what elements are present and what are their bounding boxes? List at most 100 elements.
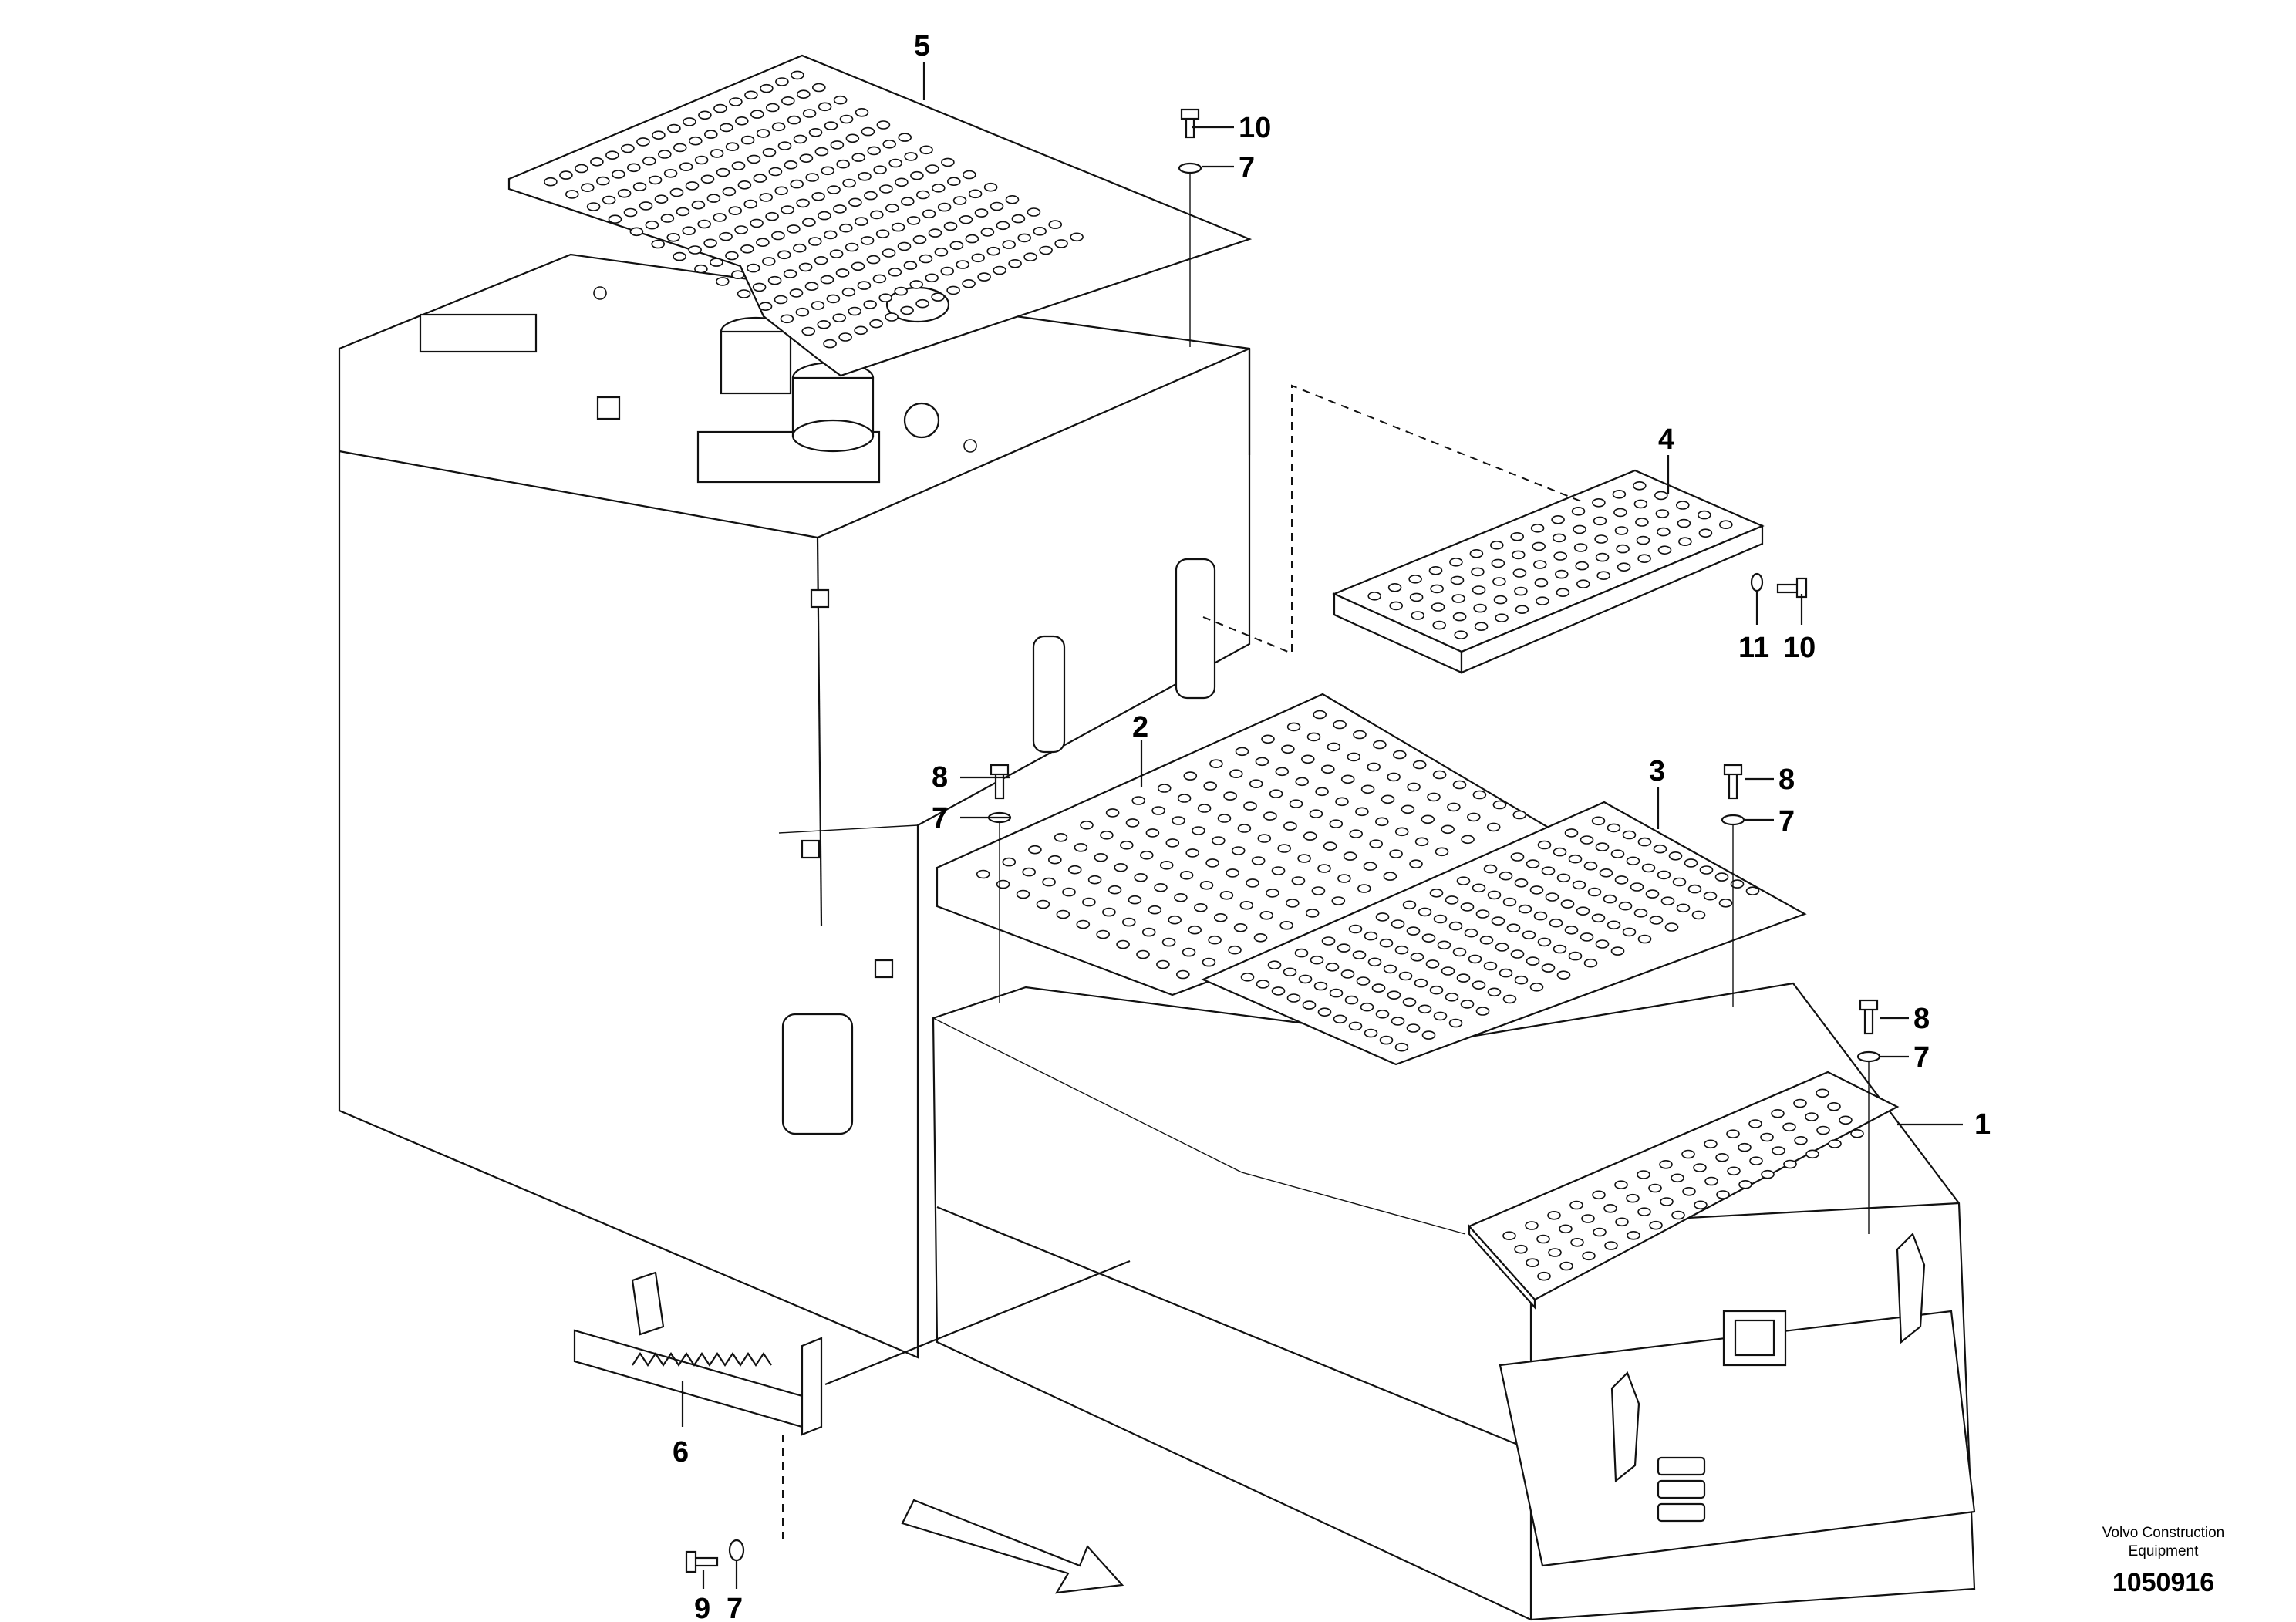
grating-hole — [1572, 880, 1586, 890]
grating-hole — [1698, 510, 1711, 520]
grating-hole — [952, 196, 967, 205]
grating-hole — [974, 208, 989, 218]
grating-hole — [1197, 804, 1212, 813]
grating-hole — [781, 205, 794, 214]
grating-hole — [590, 157, 604, 167]
grating-hole — [1398, 971, 1413, 981]
grating-hole — [771, 231, 785, 241]
grating-hole — [1816, 1125, 1830, 1135]
grating-hole — [1213, 913, 1228, 922]
grating-hole — [801, 326, 815, 336]
grating-hole — [1492, 577, 1506, 586]
grating-hole — [1730, 879, 1745, 889]
grating-hole — [1456, 973, 1471, 983]
grating-hole — [765, 103, 780, 113]
grating-hole — [673, 143, 687, 153]
grating-hole — [1576, 906, 1590, 916]
grating-hole — [791, 70, 804, 80]
grating-hole — [1412, 760, 1427, 770]
grating-hole — [861, 126, 875, 137]
grating-hole — [934, 247, 949, 257]
grating-hole — [1128, 895, 1142, 905]
grating-hole — [1039, 245, 1053, 255]
grating-hole — [1461, 835, 1475, 845]
grating-hole — [730, 270, 745, 280]
grating-hole — [1850, 1129, 1864, 1138]
grating-hole — [1510, 852, 1525, 862]
grating-hole — [1447, 802, 1461, 812]
grating-hole — [1568, 951, 1583, 961]
grating-hole — [1070, 232, 1084, 242]
grating-hole — [1303, 831, 1317, 841]
grating-hole — [621, 143, 635, 153]
grating-hole — [1534, 578, 1549, 588]
grating-hole — [804, 282, 819, 292]
grating-hole — [725, 251, 739, 261]
grating-hole — [1421, 1030, 1436, 1040]
grating-hole — [1660, 896, 1675, 905]
grating-hole — [845, 133, 860, 143]
grating-hole — [1379, 938, 1394, 948]
grating-hole — [783, 269, 797, 278]
grating-hole — [1387, 582, 1402, 592]
grating-hole — [734, 225, 748, 234]
grating-hole — [747, 154, 761, 164]
callout-6: 6 — [673, 1436, 689, 1469]
grating-hole — [775, 77, 789, 86]
grating-hole — [864, 191, 878, 201]
grating-hole — [1429, 985, 1444, 995]
grating-hole — [912, 234, 927, 244]
grating-hole — [1649, 1220, 1663, 1230]
grating-hole — [1301, 754, 1315, 764]
grating-hole — [1672, 877, 1687, 887]
grating-hole — [1552, 533, 1566, 543]
grating-hole — [793, 243, 807, 253]
grating-hole — [1271, 866, 1286, 875]
grating-hole — [1337, 943, 1351, 953]
grating-hole — [1182, 947, 1196, 957]
grating-hole — [756, 238, 770, 248]
grating-hole — [1637, 934, 1652, 944]
grating-hole — [1502, 897, 1517, 907]
grating-hole — [1202, 957, 1216, 967]
grating-hole — [1257, 834, 1272, 843]
grating-hole — [1313, 710, 1327, 720]
callout-5: 5 — [914, 30, 930, 62]
grating-hole — [1375, 912, 1390, 922]
grating-hole — [1657, 545, 1672, 555]
grating-hole — [744, 90, 758, 100]
grating-hole — [1575, 561, 1589, 571]
grating-hole — [654, 194, 669, 204]
grating-hole — [1002, 857, 1017, 867]
grating-hole — [882, 140, 896, 149]
grating-hole — [1627, 1231, 1640, 1240]
grating-hole — [1409, 592, 1424, 602]
grating-hole — [814, 147, 829, 157]
grating-hole — [968, 189, 983, 199]
grating-hole — [1637, 554, 1651, 564]
grating-hole — [651, 239, 666, 249]
grating-hole — [1033, 226, 1047, 236]
grating-hole — [1559, 1224, 1573, 1234]
callout-8-plate3: 8 — [1778, 764, 1795, 796]
grating-hole — [1714, 872, 1729, 882]
grating-hole — [900, 305, 914, 315]
grating-hole — [1209, 759, 1223, 769]
grating-hole — [1409, 859, 1423, 868]
grating-hole — [1805, 1112, 1819, 1121]
grating-hole — [1828, 1139, 1842, 1148]
grating-hole — [916, 190, 930, 200]
grating-hole — [1693, 1163, 1707, 1172]
grating-hole — [790, 179, 804, 189]
grating-hole — [1243, 801, 1257, 811]
grating-hole — [1131, 796, 1145, 805]
grating-hole — [1595, 552, 1610, 562]
callout-7-plate1: 7 — [1913, 1041, 1930, 1074]
grating-hole — [1512, 550, 1526, 560]
grating-hole — [1483, 961, 1498, 971]
grating-hole — [1056, 909, 1070, 919]
grating-hole — [1022, 867, 1036, 877]
grating-hole — [1727, 1166, 1741, 1176]
grating-hole — [878, 293, 892, 303]
